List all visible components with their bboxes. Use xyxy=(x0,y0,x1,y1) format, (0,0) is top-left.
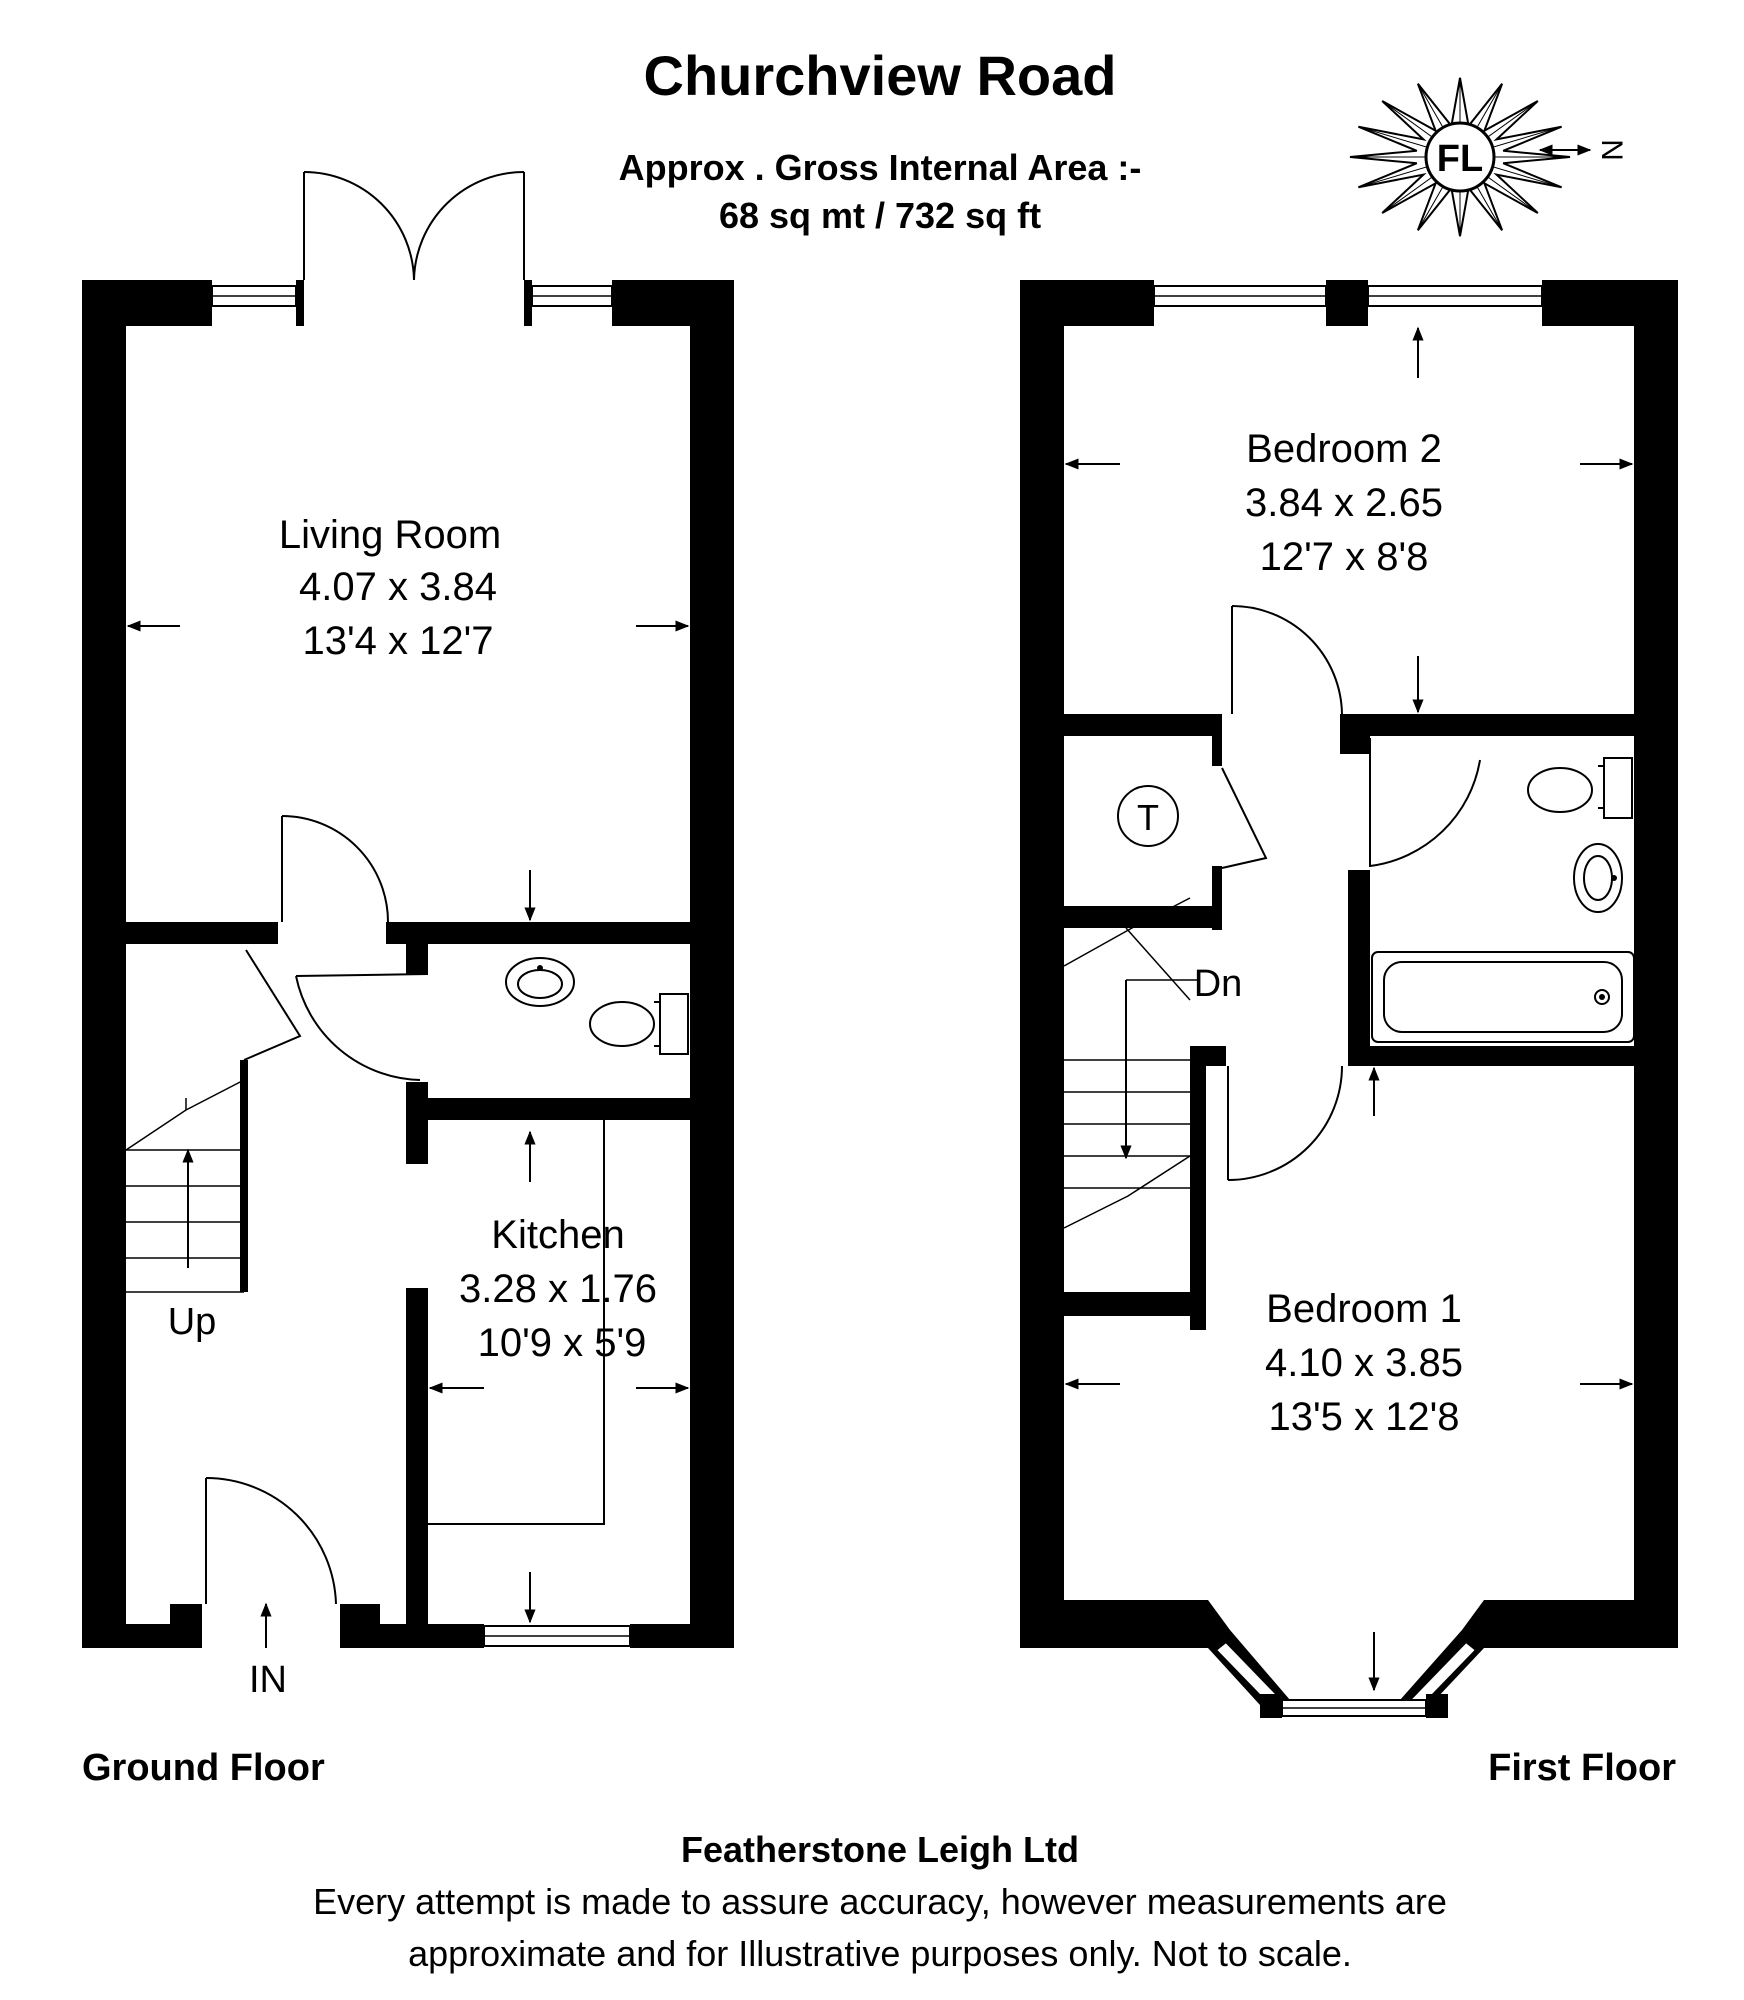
company-name: Featherstone Leigh Ltd xyxy=(681,1829,1079,1870)
area-line-1: Approx . Gross Internal Area :- xyxy=(619,147,1142,188)
disclaimer-line-1: Every attempt is made to assure accuracy… xyxy=(313,1881,1447,1922)
bedroom-2-metric: 3.84 x 2.65 xyxy=(1245,481,1443,525)
kitchen-imperial: 10'9 x 5'9 xyxy=(478,1321,647,1365)
living-room-metric: 4.07 x 3.84 xyxy=(299,565,497,609)
kitchen-metric: 3.28 x 1.76 xyxy=(459,1267,657,1311)
compass-icon: FL N xyxy=(1349,77,1628,237)
entrance-label: IN xyxy=(249,1659,287,1701)
cupboard-label: T xyxy=(1137,797,1159,838)
first-floor-label: First Floor xyxy=(1488,1747,1676,1789)
first-floor-plan: T xyxy=(1020,280,1678,1718)
area-line-2: 68 sq mt / 732 sq ft xyxy=(719,195,1041,236)
plan-title: Churchview Road xyxy=(644,44,1117,107)
bedroom-1-imperial: 13'5 x 12'8 xyxy=(1269,1395,1460,1439)
kitchen-name: Kitchen xyxy=(491,1213,624,1257)
stairs-down-label: Dn xyxy=(1194,963,1243,1005)
ground-floor-label: Ground Floor xyxy=(82,1747,325,1789)
compass-north-label: N xyxy=(1595,139,1628,161)
living-room-name: Living Room xyxy=(279,513,501,557)
ground-floor-plan: Living Room 4.07 x 3.84 13'4 x 12'7 Kitc… xyxy=(82,171,734,1701)
bedroom-2-name: Bedroom 2 xyxy=(1246,427,1442,471)
disclaimer-line-2: approximate and for Illustrative purpose… xyxy=(408,1933,1352,1974)
bedroom-1-metric: 4.10 x 3.85 xyxy=(1265,1341,1463,1385)
stairs-up-label: Up xyxy=(168,1301,217,1343)
living-room-imperial: 13'4 x 12'7 xyxy=(303,619,494,663)
bedroom-1-name: Bedroom 1 xyxy=(1266,1287,1462,1331)
compass-label: FL xyxy=(1437,138,1483,180)
bedroom-2-imperial: 12'7 x 8'8 xyxy=(1260,535,1429,579)
